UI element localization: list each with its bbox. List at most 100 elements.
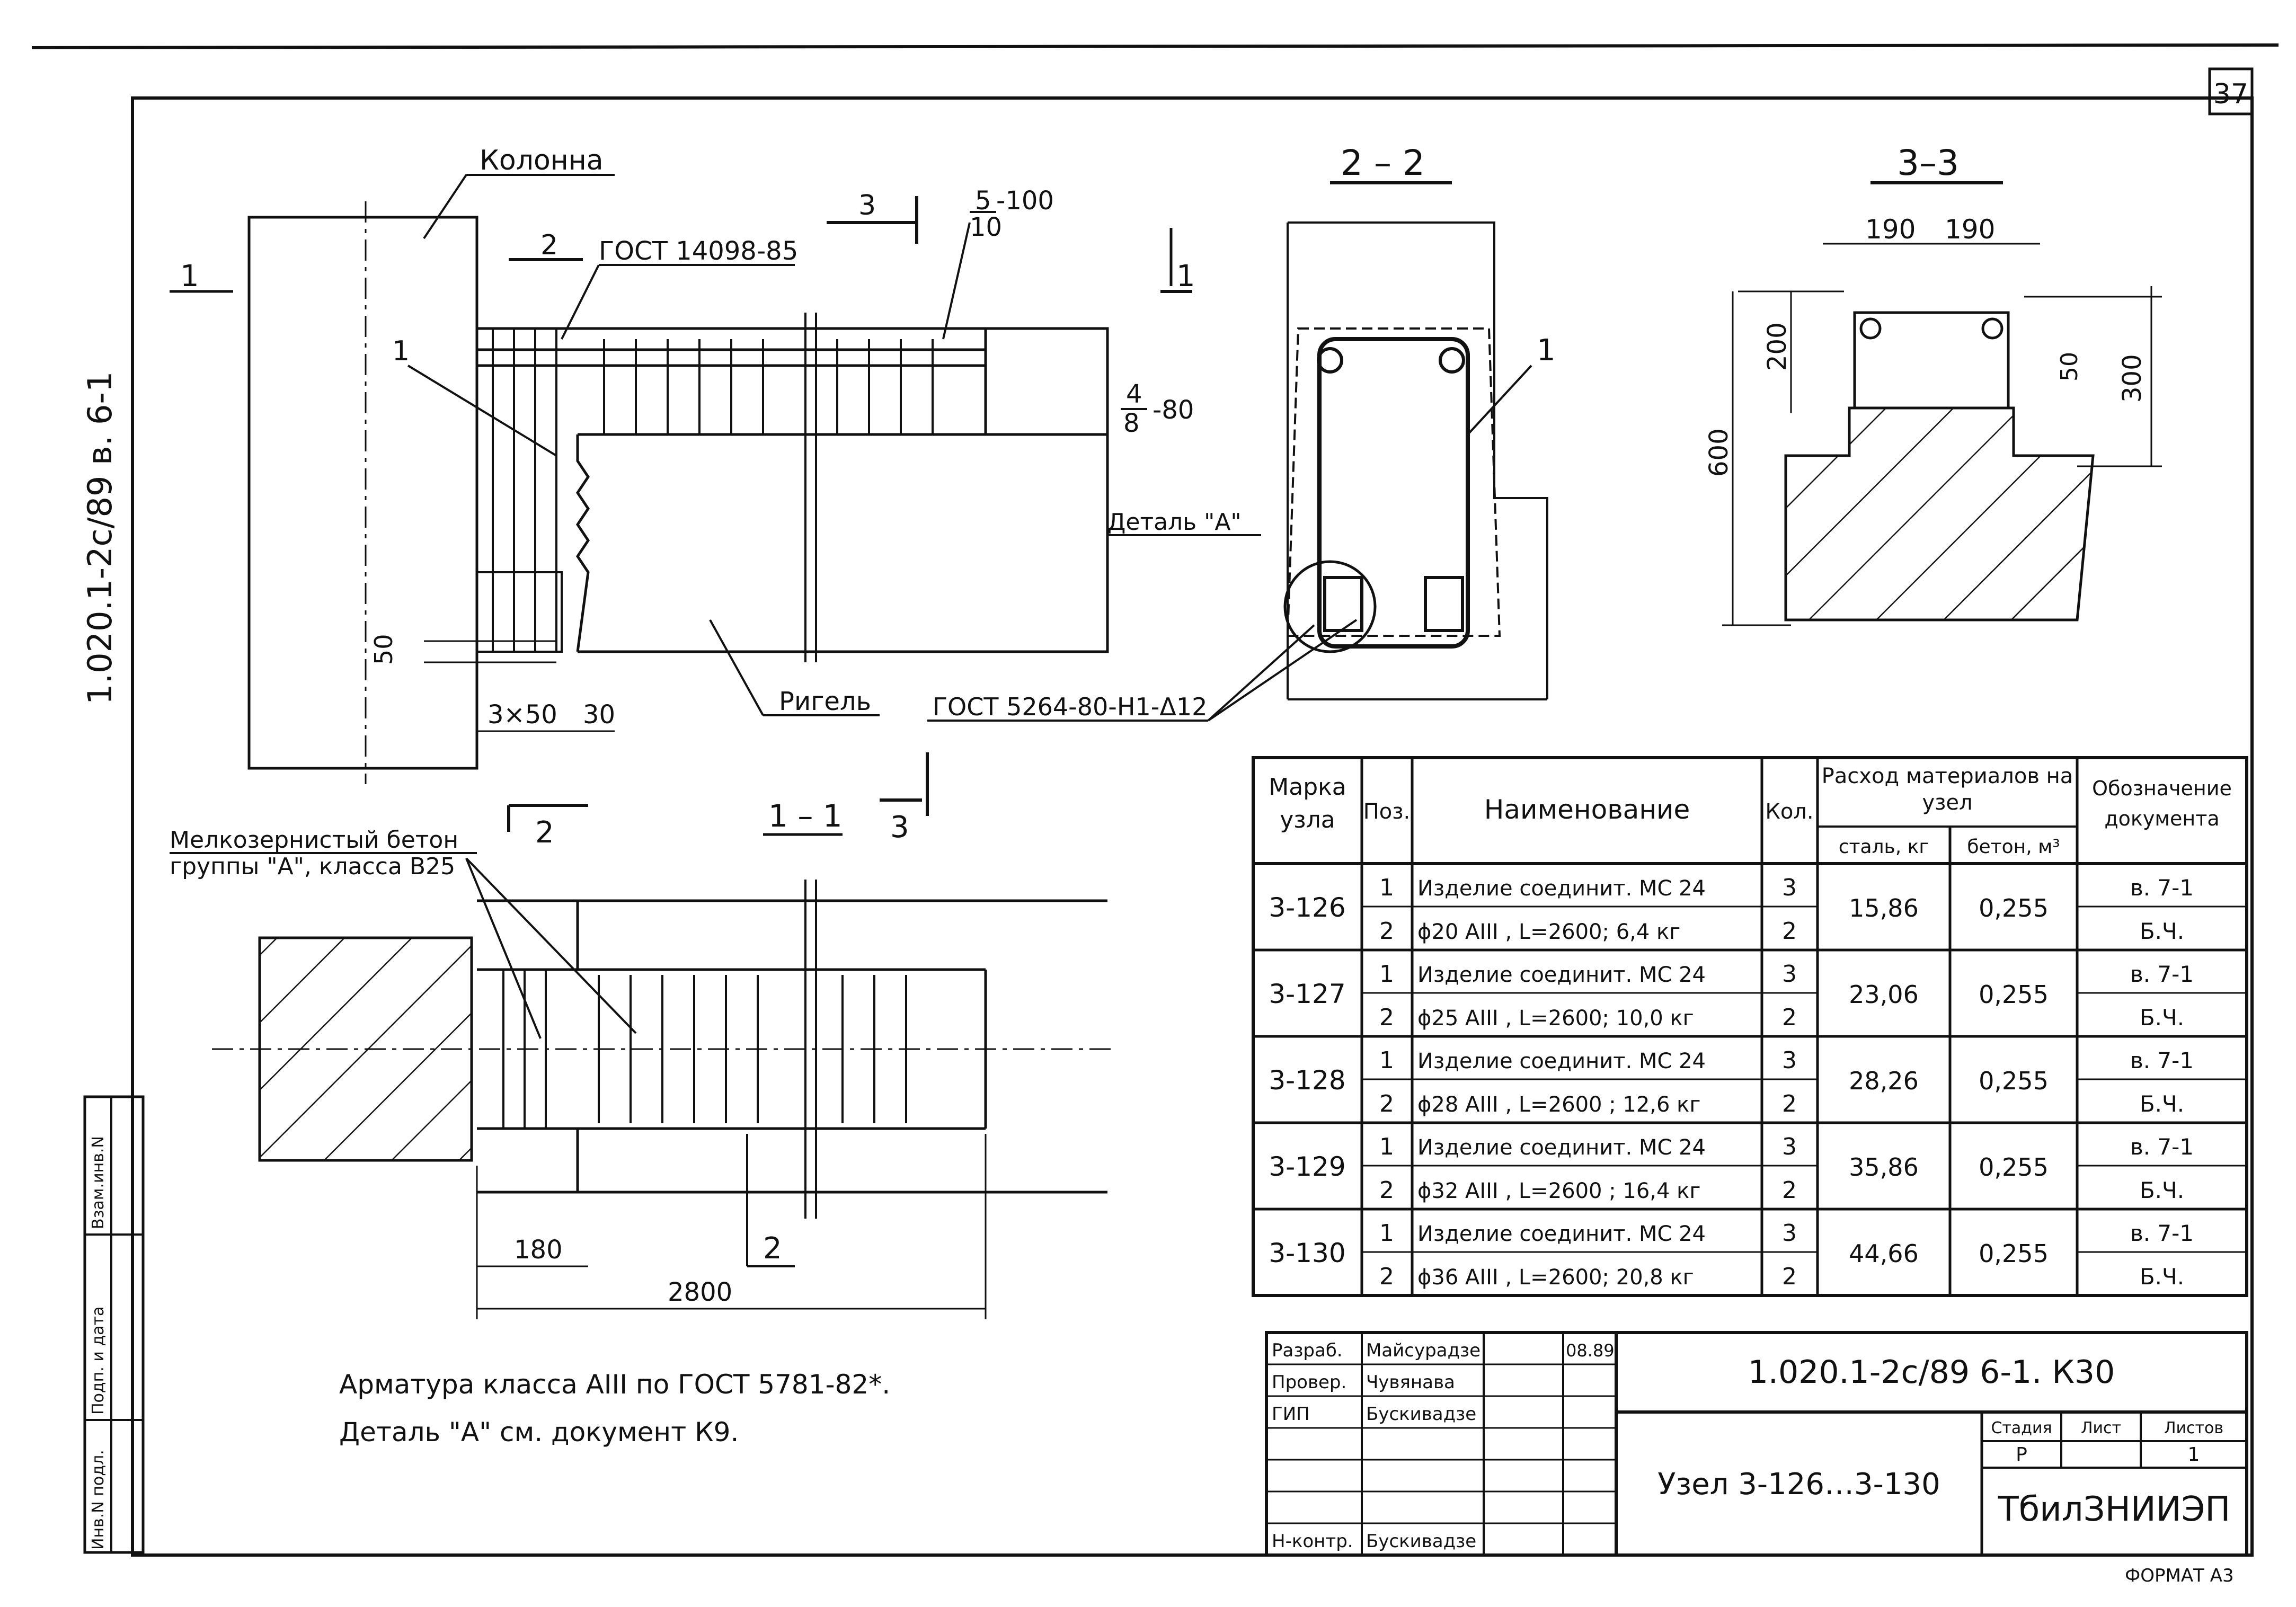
section-22-title: 2 – 2 (1341, 143, 1425, 183)
plan-cut-3: 3 (890, 810, 909, 845)
stirrup-22 (1317, 337, 1470, 649)
row-mark: 3-128 (1269, 1065, 1345, 1096)
concrete-note-2: группы "А", класса В25 (170, 853, 455, 880)
name-chief: Бускивадзе (1366, 1404, 1476, 1425)
plan-title: 1 – 1 (768, 798, 843, 834)
dim-300: 300 (2117, 354, 2147, 403)
row-doc: в. 7-1 (2130, 1134, 2194, 1160)
beam-outline (477, 327, 1109, 653)
header-name: Наименование (1484, 794, 1690, 825)
date-developer: 08.89 (1566, 1340, 1615, 1361)
row-pos: 1 (1379, 874, 1394, 901)
name-checker: Чувянава (1366, 1372, 1455, 1393)
sheet-frame (131, 96, 2254, 1557)
weld-mid-length: -80 (1153, 395, 1194, 425)
row-doc: в. 7-1 (2130, 1220, 2194, 1246)
note-line-2: Деталь "А" см. документ К9. (339, 1417, 739, 1448)
row-name: ϕ25 АIII , L=2600; 10,0 кг (1417, 1006, 1694, 1031)
row-steel: 44,66 (1849, 1239, 1919, 1268)
row-pos: 1 (1379, 1133, 1394, 1160)
role-chief: ГИП (1272, 1404, 1310, 1425)
row-name: Изделие соединит. МС 24 (1417, 1049, 1706, 1073)
elevation-view: Колонна ГОСТ 140 (170, 145, 1358, 784)
page-number: 37 (2213, 78, 2248, 110)
row-name: Изделие соединит. МС 24 (1417, 963, 1706, 987)
sheet-top-line (31, 43, 2279, 49)
row-qty: 2 (1782, 1177, 1797, 1204)
gost-weld-label: ГОСТ 14098-85 (599, 236, 798, 266)
row-concrete: 0,255 (1979, 980, 2049, 1009)
cut-1-marker-left: 1 (180, 259, 199, 294)
row-pos: 1 (1379, 1047, 1394, 1074)
row-mark: 3-129 (1269, 1151, 1345, 1182)
organization: ТбилЗНИИЭП (1998, 1490, 2231, 1529)
dim-180: 180 (514, 1235, 563, 1265)
header-doc: Обозначение документа (2092, 777, 2232, 830)
row-pos: 2 (1379, 1263, 1394, 1290)
row-doc: Б.Ч. (2140, 918, 2184, 944)
row-qty: 3 (1782, 1047, 1797, 1074)
row-doc: Б.Ч. (2140, 1264, 2184, 1290)
column-outline (247, 216, 478, 770)
dim-190-right: 190 (1945, 214, 1995, 245)
position-1-label: 1 (392, 335, 410, 367)
beam-label: Ригель (779, 687, 871, 716)
row-qty: 2 (1782, 1004, 1797, 1031)
sheets-value: 1 (2188, 1444, 2200, 1466)
header-steel: сталь, кг (1839, 836, 1929, 858)
dim-30: 30 (583, 700, 615, 730)
row-steel: 35,86 (1849, 1153, 1919, 1182)
header-mark: Марка узла (1269, 774, 1346, 833)
cut-3-marker: 3 (858, 190, 876, 221)
dim-600: 600 (1704, 428, 1734, 477)
detail-a-circle (1283, 560, 1377, 653)
sheet-label: Лист (2081, 1419, 2121, 1437)
row-name: ϕ28 АIII , L=2600 ; 12,6 кг (1417, 1093, 1700, 1117)
concrete-note-1: Мелкозернистый бетон (170, 827, 458, 854)
dim-190-left: 190 (1865, 214, 1916, 245)
row-concrete: 0,255 (1979, 1239, 2049, 1268)
section-2-2: 2 – 2 1 (1283, 143, 1556, 700)
header-concrete: бетон, м³ (1967, 836, 2060, 858)
row-steel: 23,06 (1849, 980, 1919, 1009)
section-33-title: 3–3 (1897, 143, 1959, 183)
row-doc: в. 7-1 (2130, 1047, 2194, 1073)
header-pos: Поз. (1363, 800, 1411, 824)
stamp-signature: Подп. и дата (89, 1307, 108, 1415)
drawing-title: Узел 3-126…3-130 (1657, 1467, 1940, 1502)
row-pos: 2 (1379, 1004, 1394, 1031)
gost-mesh-label: ГОСТ 5264-80-Н1-Δ12 (933, 692, 1207, 721)
row-concrete: 0,255 (1979, 1153, 2049, 1182)
stamp-inventory: Инв.N подл. (89, 1450, 108, 1550)
weld-mid-den: 8 (1123, 409, 1140, 438)
row-qty: 2 (1782, 1090, 1797, 1117)
row-doc: Б.Ч. (2140, 1177, 2184, 1203)
row-mark: 3-130 (1269, 1238, 1345, 1268)
row-doc: в. 7-1 (2130, 961, 2194, 987)
plan-view: 2 1 – 1 3 Мелкозернистый бетон группы "А… (170, 752, 1113, 1319)
page-number-box (2208, 67, 2254, 116)
row-pos: 2 (1379, 918, 1394, 945)
row-steel: 15,86 (1849, 894, 1919, 922)
section-3-3: 3–3 190 190 200 600 50 300 (1704, 143, 2162, 626)
role-norm-control: Н-контр. (1272, 1531, 1353, 1552)
name-norm-control: Бускивадзе (1366, 1531, 1476, 1552)
row-qty: 2 (1782, 918, 1797, 945)
weld-top-num: 5 (975, 186, 991, 216)
row-concrete: 0,255 (1979, 894, 2049, 922)
side-stamp (83, 1095, 145, 1554)
weld-top-length: -100 (996, 186, 1054, 216)
row-doc: в. 7-1 (2130, 875, 2194, 901)
header-qty: Кол. (1765, 800, 1813, 824)
row-name: Изделие соединит. МС 24 (1417, 1222, 1706, 1246)
dim-50: 50 (369, 634, 398, 665)
row-mark: 3-127 (1269, 979, 1345, 1009)
column-label: Колонна (480, 145, 604, 176)
row-name: Изделие соединит. МС 24 (1417, 876, 1706, 901)
row-name: ϕ32 АIII , L=2600 ; 16,4 кг (1417, 1179, 1700, 1203)
margin-code: 1.020.1-2с/89 в. 6-1 (81, 371, 119, 705)
stage-value: Р (2016, 1444, 2027, 1466)
row-qty: 3 (1782, 1133, 1797, 1160)
row-qty: 3 (1782, 961, 1797, 988)
sheets-label: Листов (2164, 1419, 2223, 1437)
